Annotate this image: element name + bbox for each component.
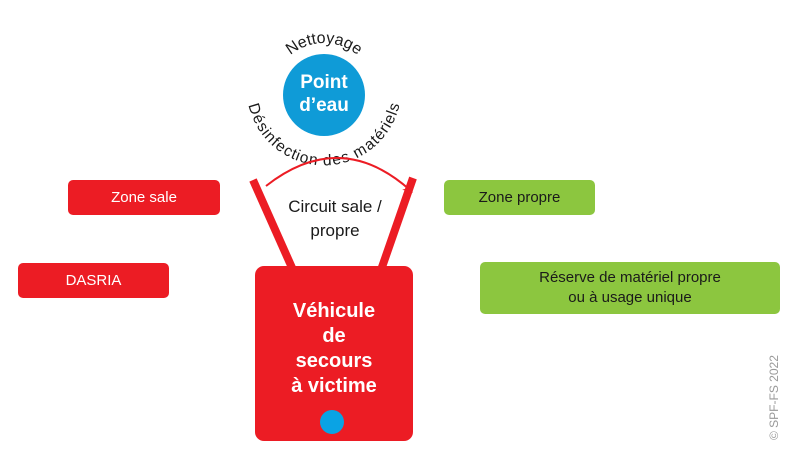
zone-propre-box: Zone propre [444,180,595,215]
point-eau-line2: d’eau [299,95,349,116]
circuit-line2: propre [310,221,360,240]
vehicle-line2: de [322,325,346,347]
vehicle-line1: Véhicule [292,300,376,322]
point-eau-circle [283,54,365,136]
vehicle-line4: à victime [291,375,377,397]
copyright: © SPF-FS 2022 [767,355,781,440]
reserve-line2: ou à usage unique [568,289,692,306]
reserve-box: Réserve de matériel propre ou à usage un… [480,262,780,314]
circuit-line1: Circuit sale / [288,197,382,216]
vehicle-label: Véhicule de secours à victime [255,299,413,399]
circuit-arrow [265,157,413,193]
vehicle-dot [320,410,344,434]
vehicle-box: Véhicule de secours à victime [255,266,413,441]
zone-sale-label: Zone sale [111,188,177,206]
reserve-line1: Réserve de matériel propre [539,269,721,286]
zone-sale-box: Zone sale [68,180,220,215]
zone-propre-label: Zone propre [478,188,561,206]
point-eau-line1: Point [300,72,348,93]
dasria-box: DASRIA [18,263,169,298]
vehicle-line3: secours [295,350,373,372]
funnel-left-wall [249,178,297,272]
dasria-label: DASRIA [65,271,122,289]
funnel-right-wall [377,176,417,272]
circuit-label: Circuit sale / propre [270,195,400,243]
